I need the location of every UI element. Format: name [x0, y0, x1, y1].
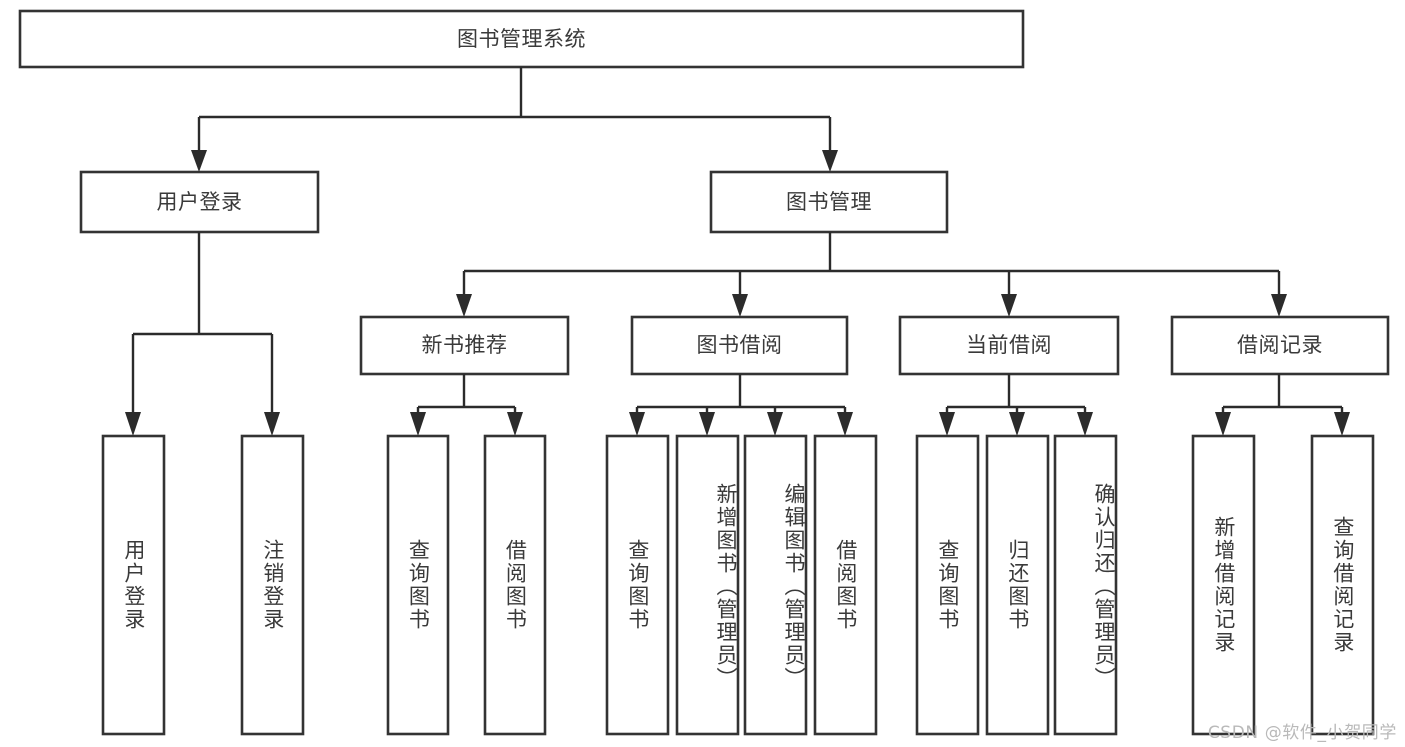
node-box-leaf-confirm-return[interactable] — [1053, 434, 1118, 736]
watermark-text: CSDN @软件_小贺同学 — [1207, 723, 1397, 743]
arrow-to-borrow-record — [1271, 294, 1287, 317]
node-box-leaf-edit-book[interactable] — [743, 434, 808, 736]
arrow-to-leaf-borrow-book-2 — [837, 412, 853, 436]
arrow-to-leaf-add-record — [1215, 412, 1231, 436]
arrow-to-leaf-add-book — [699, 412, 715, 436]
node-box-leaf-query-book-1[interactable] — [386, 434, 450, 736]
arrow-to-leaf-return-book — [1009, 412, 1025, 436]
node-box-user-login[interactable] — [79, 170, 320, 234]
node-box-leaf-borrow-book-1[interactable] — [483, 434, 547, 736]
arrow-to-leaf-user-login — [125, 412, 141, 436]
node-box-leaf-query-book-2[interactable] — [605, 434, 670, 736]
arrow-to-leaf-confirm-return — [1077, 412, 1093, 436]
arrow-to-user-login — [191, 150, 207, 172]
node-box-new-book-recommend[interactable] — [359, 315, 570, 376]
node-box-book-management[interactable] — [709, 170, 949, 234]
node-box-leaf-logout[interactable] — [240, 434, 305, 736]
arrow-to-leaf-logout — [264, 412, 280, 436]
node-box-leaf-add-record[interactable] — [1191, 434, 1256, 736]
node-box-leaf-borrow-book-2[interactable] — [813, 434, 878, 736]
arrow-to-leaf-borrow-book-1 — [507, 412, 523, 436]
node-box-current-borrow[interactable] — [898, 315, 1120, 376]
node-box-leaf-return-book[interactable] — [985, 434, 1050, 736]
node-box-book-borrow[interactable] — [630, 315, 849, 376]
node-box-leaf-add-book[interactable] — [675, 434, 740, 736]
arrow-to-leaf-query-book-3 — [939, 412, 955, 436]
arrow-to-book-management — [822, 150, 838, 172]
node-box-leaf-query-record[interactable] — [1310, 434, 1375, 736]
arrow-to-leaf-query-book-1 — [410, 412, 426, 436]
arrow-to-leaf-query-book-2 — [629, 412, 645, 436]
node-box-leaf-query-book-3[interactable] — [915, 434, 980, 736]
arrow-to-current-borrow — [1001, 294, 1017, 317]
arrow-to-leaf-query-record — [1334, 412, 1350, 436]
arrow-to-book-borrow — [732, 294, 748, 317]
node-box-root[interactable] — [18, 9, 1025, 69]
arrow-to-new-book-recommend — [456, 294, 472, 317]
node-box-borrow-record[interactable] — [1170, 315, 1390, 376]
node-box-leaf-user-login[interactable] — [101, 434, 166, 736]
arrow-to-leaf-edit-book — [767, 412, 783, 436]
